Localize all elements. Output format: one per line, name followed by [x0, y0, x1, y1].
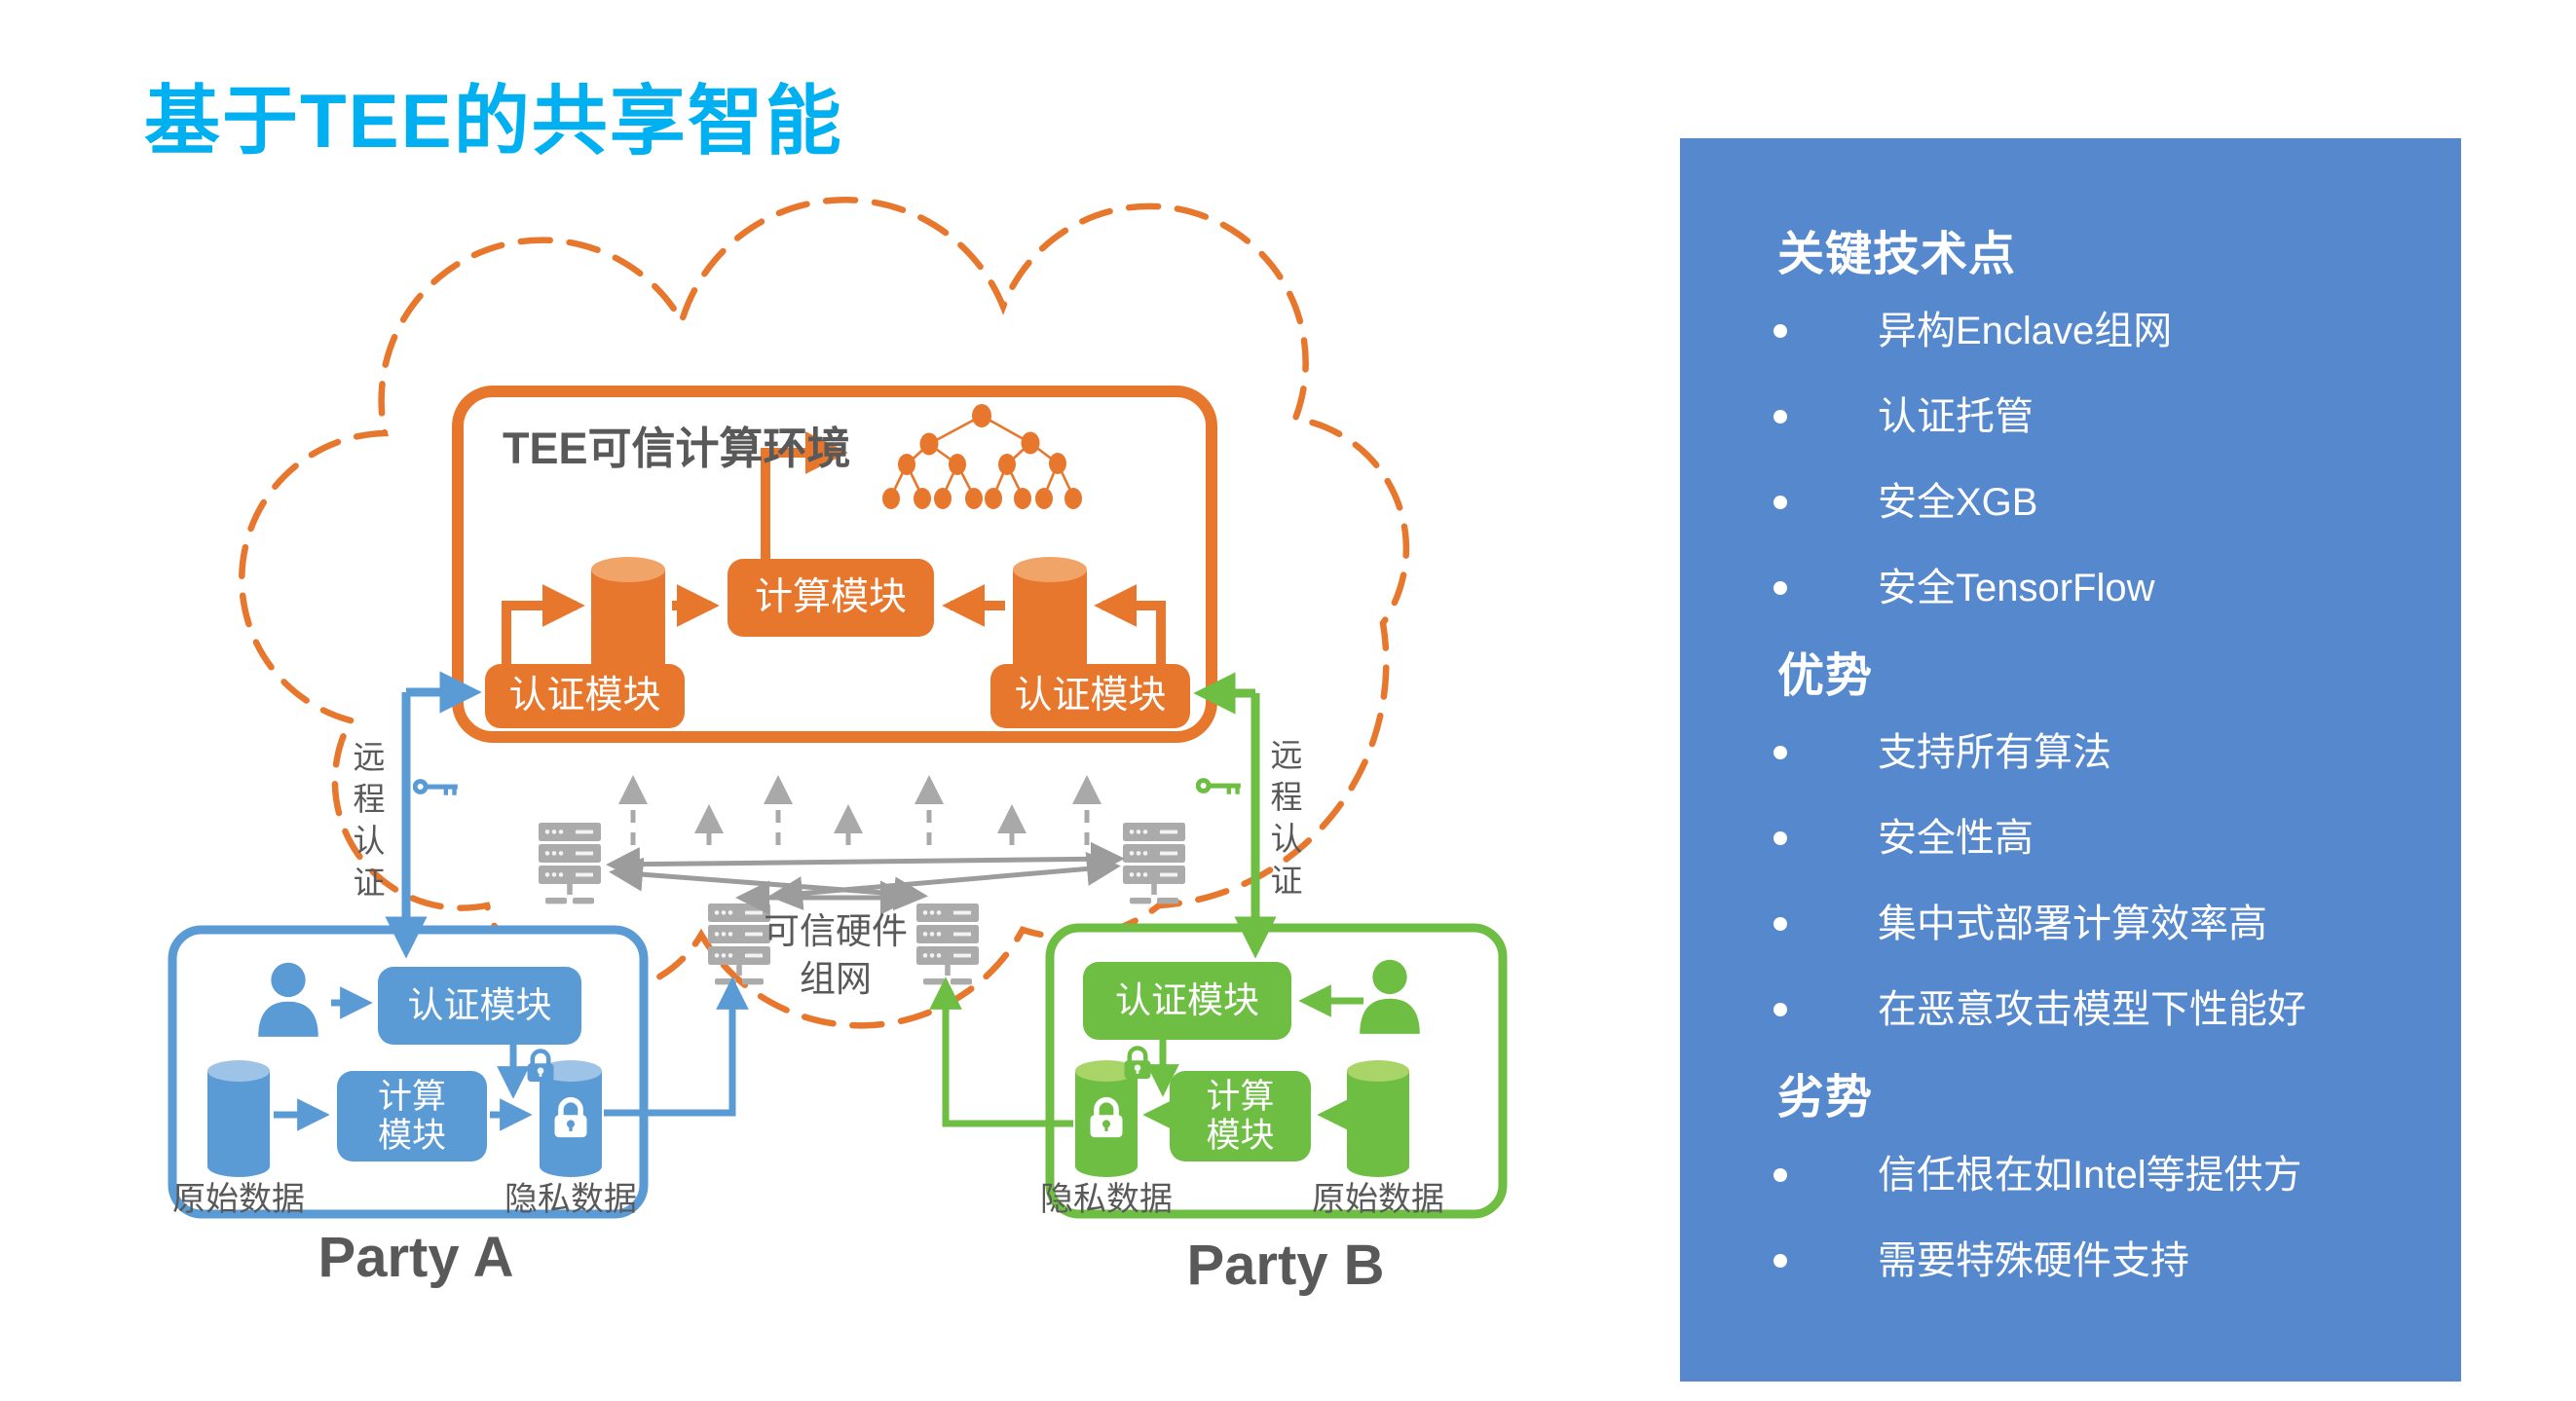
party-b-private-database [1075, 1060, 1138, 1177]
server-icon-lower-right [916, 903, 979, 985]
bullet-dot [1773, 1167, 1787, 1182]
panel-bullet-item: 安全XGB [1773, 478, 2442, 527]
attestation-key-icon-blue [415, 782, 458, 795]
tee-attest-module-left-box: 认证模块 [485, 664, 685, 728]
party-a-flow-arrows [274, 977, 749, 1131]
party-a-raw-data-label: 原始数据 [172, 1181, 305, 1218]
remote-attestation-arrows-green [1193, 672, 1277, 959]
bullet-dot [1773, 410, 1787, 424]
panel-section-heading-advantages: 优势 [1777, 650, 1874, 703]
panel-section-heading-key-points: 关键技术点 [1777, 229, 2017, 280]
bullet-dot [1773, 746, 1787, 760]
party-a-compute-module-box: 计算 模块 [337, 1071, 487, 1161]
trusted-hardware-network-label: 可信硬件 组网 [764, 911, 908, 999]
panel-section-heading-disadvantages: 劣势 [1777, 1072, 1874, 1124]
party-b-name: Party B [1186, 1234, 1385, 1297]
tee-compute-module-box: 计算模块 [728, 559, 934, 637]
bullet-dot [1773, 1253, 1787, 1268]
panel-bullet-item: 集中式部署计算效率高 [1773, 900, 2442, 948]
cloud-outline [239, 197, 1410, 1029]
attestation-up-arrows [618, 775, 1101, 845]
key-points-panel: 关键技术点 异构Enclave组网 认证托管 安全XGB 安全TensorFlo… [1680, 138, 2461, 1382]
remote-attestation-arrows-blue [385, 671, 482, 959]
panel-bullet-item: 在恶意攻击模型下性能好 [1773, 985, 2442, 1034]
panel-bullet-item: 信任根在如Intel等提供方 [1773, 1151, 2442, 1199]
remote-attestation-label-left: 远程认证 [349, 740, 385, 907]
party-a-attest-module-box: 认证模块 [378, 967, 581, 1045]
party-a-raw-database [207, 1060, 270, 1177]
bullet-dot [1773, 917, 1787, 932]
remote-attestation-label-right: 远程认证 [1266, 738, 1302, 905]
party-b-compute-module-box: 计算 模块 [1170, 1071, 1311, 1161]
party-b-raw-data-label: 原始数据 [1312, 1181, 1444, 1218]
server-icon-upper-left [539, 823, 601, 904]
decision-tree-icon [882, 404, 1082, 509]
panel-bullet-item: 支持所有算法 [1773, 728, 2442, 777]
panel-bullet-item: 安全TensorFlow [1773, 564, 2442, 612]
panel-bullet-item: 认证托管 [1773, 392, 2442, 441]
bullet-dot [1773, 581, 1787, 596]
panel-bullet-item: 异构Enclave组网 [1773, 307, 2442, 355]
bullet-dot [1773, 1003, 1787, 1017]
party-b-attest-module-box: 认证模块 [1083, 962, 1291, 1040]
page-title: 基于TEE的共享智能 [144, 78, 843, 164]
bullet-dot [1773, 496, 1787, 510]
attestation-key-icon-green [1198, 781, 1241, 794]
party-a-private-database [540, 1060, 602, 1177]
party-b-flow-arrows [929, 977, 1363, 1131]
party-a-private-data-label: 隐私数据 [504, 1181, 637, 1218]
party-a-name: Party A [317, 1226, 514, 1289]
panel-bullet-item: 需要特殊硬件支持 [1773, 1236, 2442, 1285]
server-icon-upper-right [1123, 823, 1185, 904]
panel-bullet-item: 安全性高 [1773, 814, 2442, 863]
tee-attest-module-right-box: 认证模块 [990, 664, 1190, 728]
tee-data-flow-arrows [502, 430, 1166, 664]
bullet-dot [1773, 324, 1787, 339]
server-mesh-links [606, 841, 1125, 915]
bullet-dot [1773, 831, 1787, 846]
party-b-raw-database [1347, 1060, 1409, 1177]
party-b-private-data-label: 隐私数据 [1040, 1181, 1173, 1218]
tee-box-title: TEE可信计算环境 [503, 424, 851, 473]
